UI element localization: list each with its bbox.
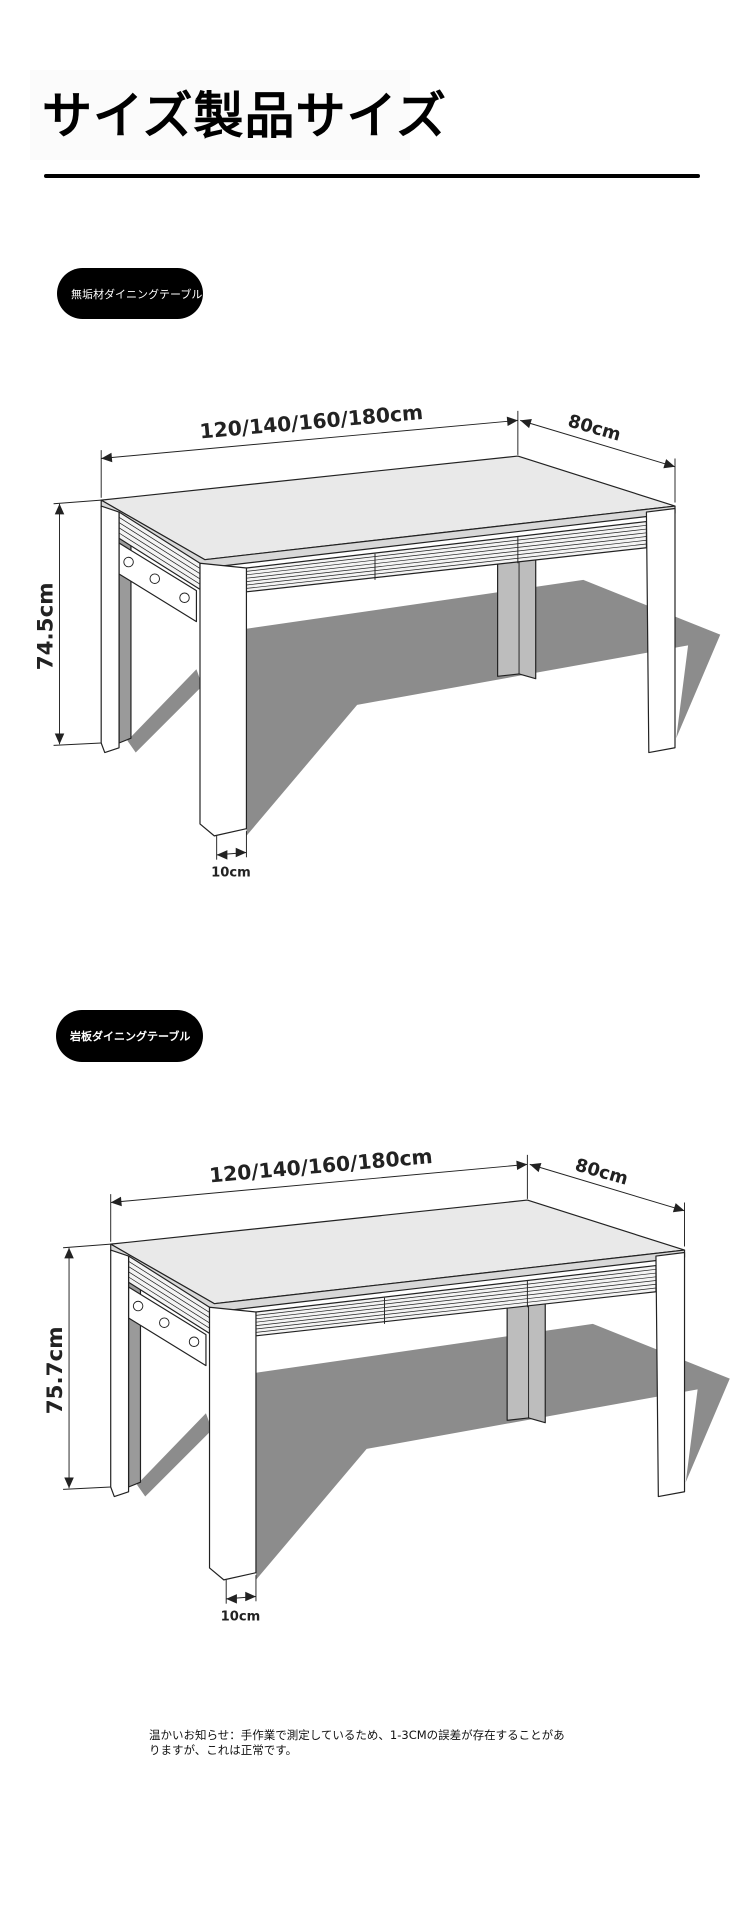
floor-shadow [246, 579, 721, 836]
apron-stripe [255, 1268, 656, 1316]
arrow-icon [110, 1196, 122, 1207]
arrow-icon [506, 416, 518, 427]
apron-stripe [255, 1287, 656, 1333]
back-right-leg [497, 549, 537, 680]
title-divider [44, 174, 700, 178]
depth-dimension-label: 80cm [566, 411, 624, 446]
arrow-icon [54, 503, 65, 515]
title-background [30, 70, 410, 160]
apron-stripe [246, 532, 647, 579]
apron-stripe [128, 1266, 210, 1319]
apron-stripe [118, 522, 201, 575]
leg-dimension-label: 10cm [211, 865, 251, 880]
arrow-icon [516, 1160, 528, 1171]
arrow-icon [216, 850, 228, 860]
apron-stripe [255, 1272, 656, 1320]
back-right-leg [506, 1293, 546, 1424]
extension-line [53, 742, 102, 746]
front-left-leg [208, 1306, 257, 1581]
apron-stripe [246, 536, 647, 582]
drawer-knob [132, 1300, 144, 1312]
front-left-leg [199, 562, 248, 837]
leg-shadow [127, 669, 203, 753]
arrow-icon [64, 1247, 74, 1259]
drawer-knob [188, 1336, 200, 1347]
arrow-icon [235, 847, 247, 858]
section-label-text: 無垢材ダイニングテーブル [71, 287, 203, 301]
drawer-knob [123, 556, 134, 568]
apron-stripe [128, 1260, 210, 1313]
stone-top-table-diagram: 120/140/160/180cm 80cm 75.7cm 10cm [43, 1144, 730, 1624]
arrow-icon [101, 452, 113, 463]
section-label-stone-top: 岩板ダイニングテーブル [56, 1010, 203, 1062]
solid-wood-table-diagram: 120/140/160/180cm 80cm 74.5cm 10cm [33, 400, 721, 880]
width-dimension-label: 120/140/160/180cm [208, 1144, 433, 1187]
floor-shadow [255, 1323, 730, 1580]
back-left-leg [110, 1249, 130, 1498]
section-label-solid-wood: 無垢材ダイニングテーブル [57, 268, 203, 319]
arrow-icon [663, 459, 675, 469]
apron-stripe [246, 528, 647, 576]
arrow-icon [520, 418, 532, 429]
notice-line-2: りますが、これは正常です。 [149, 1743, 298, 1757]
apron-stripe [255, 1276, 656, 1323]
apron-stripe [118, 532, 201, 585]
width-dimension-line [110, 1163, 528, 1203]
height-dimension-label: 75.7cm [43, 1326, 68, 1414]
drawer-knob [159, 1317, 170, 1328]
leg-dimension-label: 10cm [221, 1609, 261, 1624]
arrow-icon [245, 1591, 256, 1602]
apron-stripe [118, 527, 201, 580]
depth-dimension-line [529, 1163, 685, 1212]
arrow-icon [529, 1162, 542, 1173]
apron-stripe [128, 1276, 210, 1329]
apron-stripe [246, 539, 647, 586]
apron-stripe [255, 1280, 656, 1326]
right-leg [655, 1251, 686, 1498]
extension-line [53, 499, 102, 505]
arrow-icon [672, 1203, 685, 1213]
apron-stripe [128, 1271, 210, 1324]
drawer-knob [149, 573, 160, 584]
page-title: サイズ製品サイズ [42, 87, 447, 145]
width-dimension-label: 120/140/160/180cm [199, 400, 424, 443]
arrow-icon [226, 1594, 237, 1604]
apron-stripe [118, 516, 201, 569]
section-label-text: 岩板ダイニングテーブル [70, 1030, 191, 1043]
width-dimension-line [101, 419, 518, 459]
arrow-icon [64, 1477, 74, 1489]
drawer-knob [179, 592, 190, 603]
apron-stripe [246, 543, 647, 589]
extension-line [63, 1243, 111, 1249]
right-leg [645, 507, 676, 754]
extension-line [63, 1486, 111, 1490]
measurement-notice: 温かいお知らせ：手作業で測定しているため、1-3CMの誤差が存在することがあ り… [149, 1728, 589, 1758]
depth-dimension-label: 80cm [573, 1155, 631, 1190]
back-left-leg [100, 505, 120, 754]
arrow-icon [54, 733, 65, 745]
height-dimension-label: 74.5cm [33, 582, 58, 670]
apron-stripe [255, 1283, 656, 1330]
depth-dimension-line [520, 419, 676, 468]
apron-stripe [246, 524, 647, 572]
leg-shadow [136, 1413, 212, 1497]
notice-line-1: 温かいお知らせ：手作業で測定しているため、1-3CMの誤差が存在することがあ [149, 1728, 565, 1742]
